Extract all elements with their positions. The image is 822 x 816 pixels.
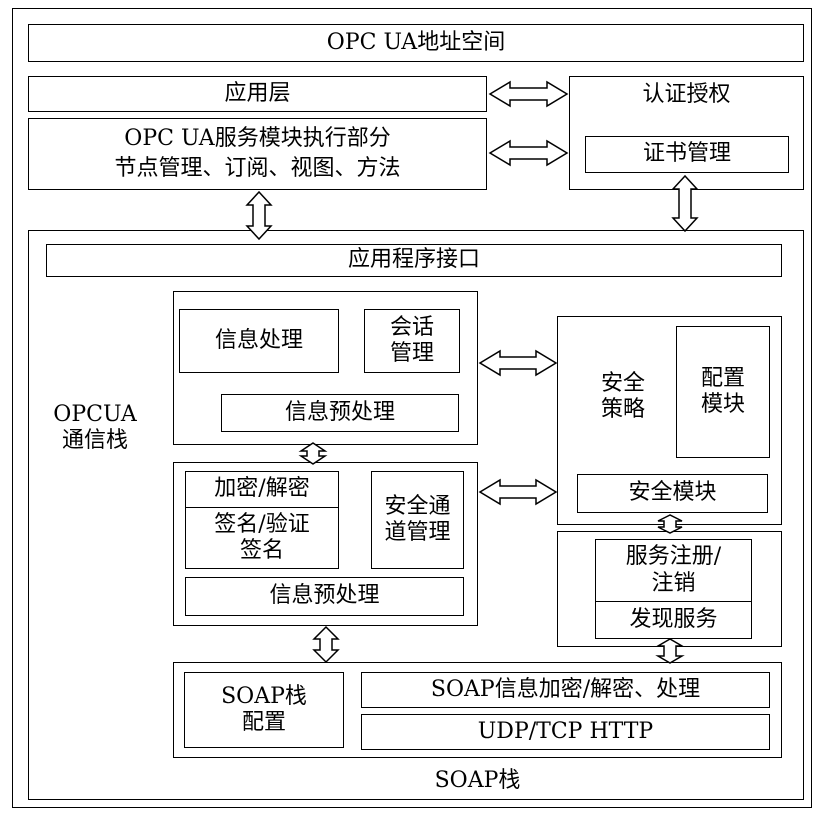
arrow-channel-soap <box>312 625 340 664</box>
discovery-service-box: 发现服务 <box>595 601 752 639</box>
arrow-applayer-auth <box>488 80 569 108</box>
address-space-bar: OPC UA地址空间 <box>28 24 804 62</box>
stack-label: OPCUA 通信栈 <box>53 402 137 454</box>
app-layer-bar: 应用层 <box>28 76 487 112</box>
arrow-message-security <box>478 349 558 377</box>
auth-title: 认证授权 <box>642 82 731 107</box>
arrow-message-channel <box>298 442 328 465</box>
arrow-discovery-soap <box>655 638 685 664</box>
arrow-cert-stack <box>671 174 699 233</box>
message-preprocess-box-2: 信息预处理 <box>185 577 464 616</box>
message-processing-box: 信息处理 <box>179 309 339 373</box>
api-bar: 应用程序接口 <box>46 244 782 277</box>
arrow-service-stack <box>245 190 273 241</box>
message-preprocess-box-1: 信息预处理 <box>221 394 459 432</box>
session-management-box: 会话 管理 <box>364 309 460 373</box>
sign-verify-box: 签名/验证 签名 <box>185 507 339 569</box>
secure-channel-management-box: 安全通 道管理 <box>371 471 464 569</box>
soap-encrypt-box: SOAP信息加密/解密、处理 <box>361 672 770 708</box>
service-module-box: OPC UA服务模块执行部分 节点管理、订阅、视图、方法 <box>28 118 487 190</box>
cert-management-box: 证书管理 <box>585 136 789 173</box>
transport-box: UDP/TCP HTTP <box>361 714 770 750</box>
security-policy-label: 安全 策略 <box>600 371 645 423</box>
soap-stack-label: SOAP栈 <box>434 768 521 793</box>
service-register-box: 服务注册/ 注销 <box>595 539 752 602</box>
config-module-box: 配置 模块 <box>676 326 770 458</box>
arrow-channel-security <box>478 478 558 506</box>
arrow-service-cert <box>488 139 569 167</box>
encrypt-decrypt-box: 加密/解密 <box>185 471 339 508</box>
arrow-security-discovery <box>657 514 683 534</box>
soap-config-box: SOAP栈 配置 <box>184 672 344 748</box>
security-module-box: 安全模块 <box>577 474 768 513</box>
